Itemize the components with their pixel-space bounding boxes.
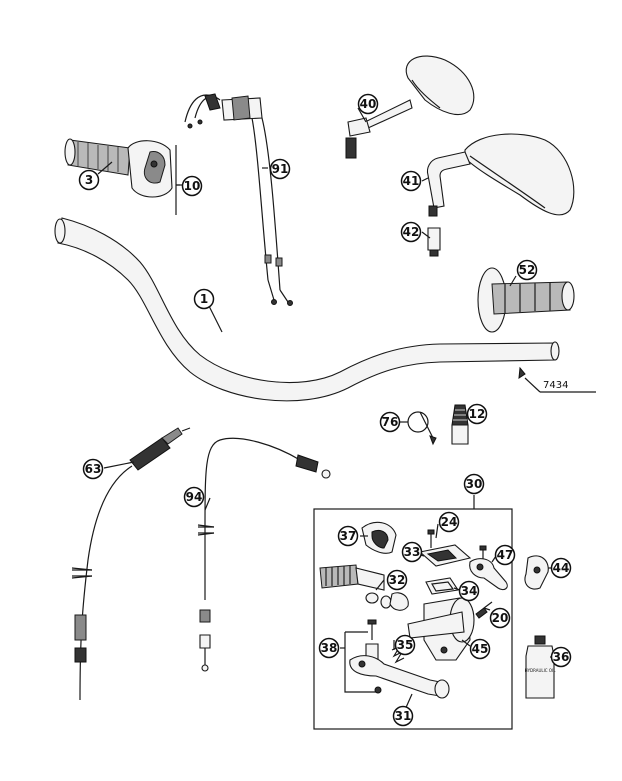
- svg-text:20: 20: [492, 611, 509, 625]
- clutch-cable: [71, 427, 191, 701]
- callout-24: 24: [438, 511, 460, 533]
- svg-text:30: 30: [466, 477, 483, 491]
- callout-10: 10: [181, 175, 203, 197]
- callout-37: 37: [337, 525, 359, 547]
- handlebar: [54, 217, 560, 402]
- callout-3: 3: [78, 169, 100, 191]
- svg-text:34: 34: [461, 584, 478, 598]
- svg-text:91: 91: [272, 162, 289, 176]
- svg-text:35: 35: [397, 638, 414, 652]
- callout-30: 30: [463, 473, 485, 495]
- callout-34: 34: [458, 580, 480, 602]
- handgrip: [477, 267, 575, 333]
- callout-1: 1: [193, 288, 215, 310]
- svg-text:24: 24: [441, 515, 458, 529]
- svg-text:33: 33: [404, 545, 421, 559]
- svg-text:1: 1: [200, 292, 208, 306]
- callout-42: 42: [400, 221, 422, 243]
- svg-text:40: 40: [360, 97, 377, 111]
- callout-35: 35: [394, 634, 416, 656]
- callout-41: 41: [400, 170, 422, 192]
- svg-text:10: 10: [184, 179, 201, 193]
- reference-leader: [524, 377, 541, 393]
- throttle-cables: [184, 93, 293, 306]
- svg-text:76: 76: [382, 415, 399, 429]
- svg-text:44: 44: [553, 561, 570, 575]
- svg-text:52: 52: [519, 263, 536, 277]
- callout-91: 91: [269, 158, 291, 180]
- svg-text:32: 32: [389, 573, 406, 587]
- callout-63: 63: [82, 458, 104, 480]
- callout-47: 47: [494, 544, 516, 566]
- svg-text:94: 94: [186, 490, 203, 504]
- assembly-frame: [313, 508, 513, 730]
- reference-code: 7434: [543, 380, 568, 391]
- cable-tie: [407, 411, 437, 446]
- callout-33: 33: [401, 541, 423, 563]
- mirror-right: [426, 133, 575, 257]
- callout-36: 36: [550, 646, 572, 668]
- callout-20: 20: [489, 607, 511, 629]
- throttle-grip: [64, 138, 173, 198]
- callout-45: 45: [469, 638, 491, 660]
- svg-text:63: 63: [85, 462, 102, 476]
- callout-38: 38: [318, 637, 340, 659]
- callout-44: 44: [550, 557, 572, 579]
- bottle-label: HYDRAULIC OIL: [525, 668, 557, 673]
- svg-text:36: 36: [553, 650, 570, 664]
- bleeder-nipple: [451, 404, 469, 445]
- svg-text:47: 47: [497, 548, 514, 562]
- callout-40: 40: [357, 93, 379, 115]
- svg-text:37: 37: [340, 529, 357, 543]
- svg-text:12: 12: [469, 407, 486, 421]
- svg-text:42: 42: [403, 225, 420, 239]
- callout-12: 12: [466, 403, 488, 425]
- master-cylinder-parts: [319, 521, 549, 699]
- svg-text:38: 38: [321, 641, 338, 655]
- hydraulic-oil-bottle: HYDRAULIC OIL: [525, 635, 557, 699]
- callout-31: 31: [392, 705, 414, 727]
- control-cable: [197, 437, 331, 672]
- svg-text:3: 3: [85, 173, 93, 187]
- callout-32: 32: [386, 569, 408, 591]
- svg-text:41: 41: [403, 174, 420, 188]
- callout-76: 76: [379, 411, 401, 433]
- svg-text:31: 31: [395, 709, 412, 723]
- mirror-left: [345, 55, 475, 159]
- callout-52: 52: [516, 259, 538, 281]
- callout-94: 94: [183, 486, 205, 508]
- svg-text:45: 45: [472, 642, 489, 656]
